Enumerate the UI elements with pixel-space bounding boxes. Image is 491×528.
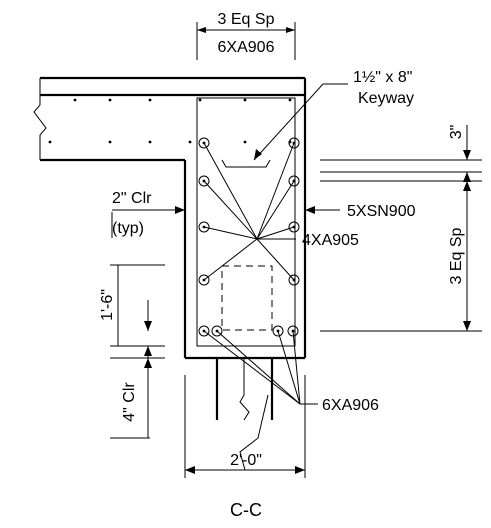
label-spacing-top: 3 Eq Sp (218, 11, 275, 28)
label-clear-4in: 4" Clr (121, 382, 138, 422)
label-keyway-size: 1½" x 8" (353, 69, 412, 86)
label-spacing-side: 3 Eq Sp (448, 227, 465, 284)
beam-outline (183, 97, 307, 360)
dimension-lines (110, 22, 482, 478)
leader-lines (203, 83, 348, 405)
label-typ: (typ) (112, 220, 144, 237)
label-width-2ft: 2'-0" (230, 452, 262, 469)
label-stirrup: 5XSN900 (347, 203, 416, 220)
label-keyway: Keyway (358, 90, 414, 107)
label-bars-mid: 4XA905 (302, 232, 359, 249)
deck-slab (33, 76, 307, 162)
section-title: C-C (230, 500, 262, 520)
pile (215, 358, 274, 421)
label-dim-3in: 3" (448, 125, 465, 140)
label-dim-1ft6: 1'-6" (99, 289, 116, 321)
label-clear-2in: 2" Clr (112, 190, 152, 207)
label-bars-bottom: 6XA906 (322, 397, 379, 414)
label-bars-top: 6XA906 (218, 39, 275, 56)
